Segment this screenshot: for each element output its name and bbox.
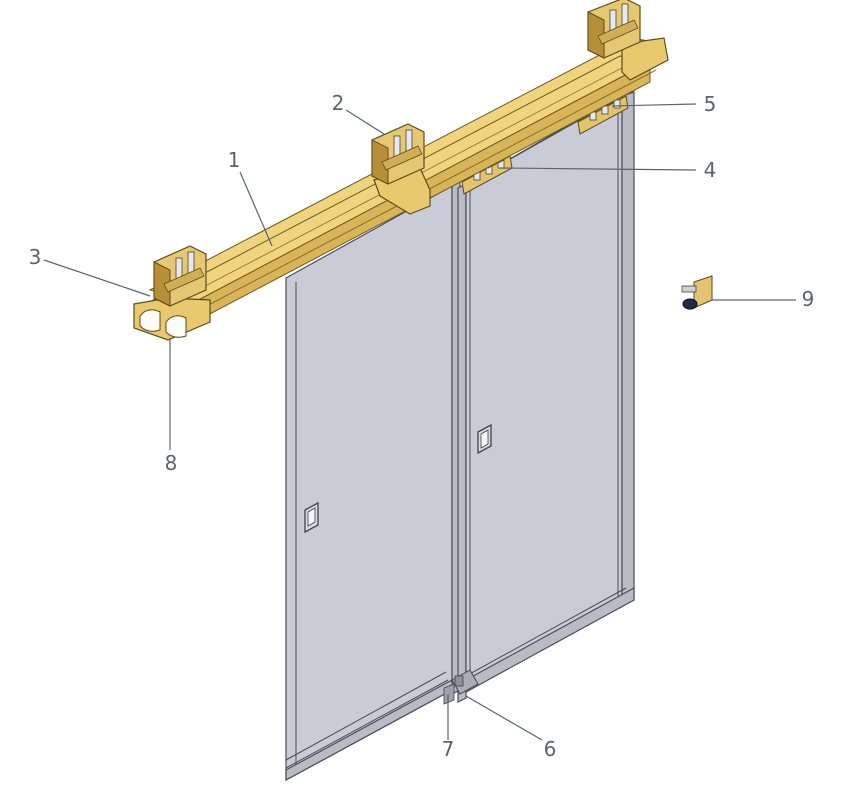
leader-5 — [611, 103, 697, 107]
callout-4: 4 — [704, 158, 717, 182]
callout-5: 5 — [704, 92, 717, 116]
stopper-component — [681, 275, 713, 310]
right-door-handle — [477, 423, 492, 455]
wall-bracket-right — [587, 0, 641, 59]
floor-guide — [451, 669, 479, 695]
right-door-panel — [457, 91, 635, 703]
leader-1 — [239, 171, 273, 247]
rail-joint-right — [621, 37, 669, 81]
leader-2 — [345, 109, 385, 135]
callout-1: 1 — [228, 148, 241, 172]
callout-2: 2 — [332, 91, 345, 115]
wall-bracket-center — [371, 123, 425, 185]
door-stop-piece — [443, 683, 455, 705]
wall-bracket-left — [153, 245, 207, 307]
callout-9: 9 — [802, 287, 815, 311]
left-door-handle — [304, 501, 319, 534]
callout-6: 6 — [544, 737, 557, 761]
leader-6 — [465, 695, 543, 741]
leader-lines — [43, 103, 796, 741]
left-door-panel — [285, 181, 461, 782]
callout-labels: 1 2 3 4 5 6 7 8 9 — [29, 91, 815, 761]
leader-4 — [499, 167, 697, 171]
callout-3: 3 — [29, 245, 42, 269]
callout-8: 8 — [165, 451, 178, 475]
leader-3 — [43, 259, 151, 297]
callout-7: 7 — [442, 737, 455, 761]
